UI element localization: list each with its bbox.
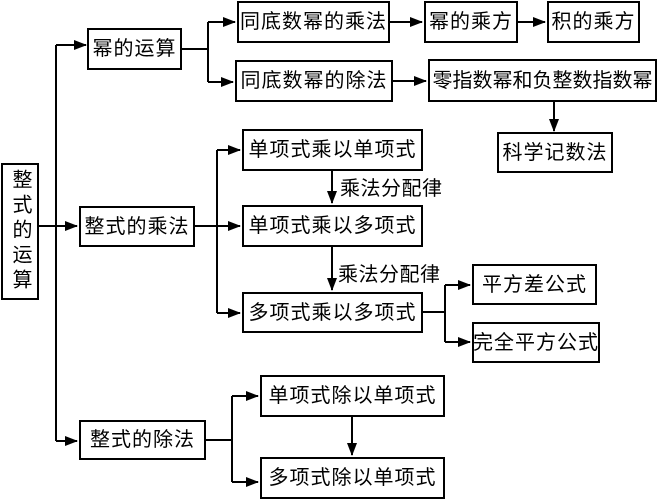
node-polynomial-division: 整式的除法 (79, 420, 206, 460)
node-polynomial-divided-by-monomial: 多项式除以单项式 (260, 457, 445, 499)
node-power-of-a-product: 积的乘方 (547, 1, 640, 43)
node-monomial-times-monomial: 单项式乘以单项式 (242, 129, 423, 171)
edge-label-distributive-law-1: 乘法分配律 (340, 178, 443, 200)
node-perfect-square-formula: 完全平方公式 (472, 322, 600, 363)
node-monomial-divided-by-monomial: 单项式除以单项式 (260, 375, 445, 417)
node-difference-of-squares-formula: 平方差公式 (472, 264, 597, 305)
node-power-operations: 幂的运算 (87, 28, 182, 70)
node-integral-expression-operations: 整式的运算 (1, 163, 39, 300)
node-polynomial-times-polynomial: 多项式乘以多项式 (242, 292, 423, 333)
node-scientific-notation: 科学记数法 (497, 132, 613, 173)
edge-label-distributive-law-2: 乘法分配律 (338, 264, 441, 286)
node-polynomial-multiplication: 整式的乘法 (79, 206, 195, 247)
node-same-base-power-division: 同底数幂的除法 (235, 60, 393, 102)
node-zero-and-negative-integer-exponents: 零指数幂和负整数指数幂 (428, 59, 657, 102)
node-same-base-power-multiplication: 同底数幂的乘法 (237, 1, 390, 43)
node-monomial-times-polynomial: 单项式乘以多项式 (242, 205, 423, 247)
node-power-of-a-power: 幂的乘方 (424, 1, 518, 43)
